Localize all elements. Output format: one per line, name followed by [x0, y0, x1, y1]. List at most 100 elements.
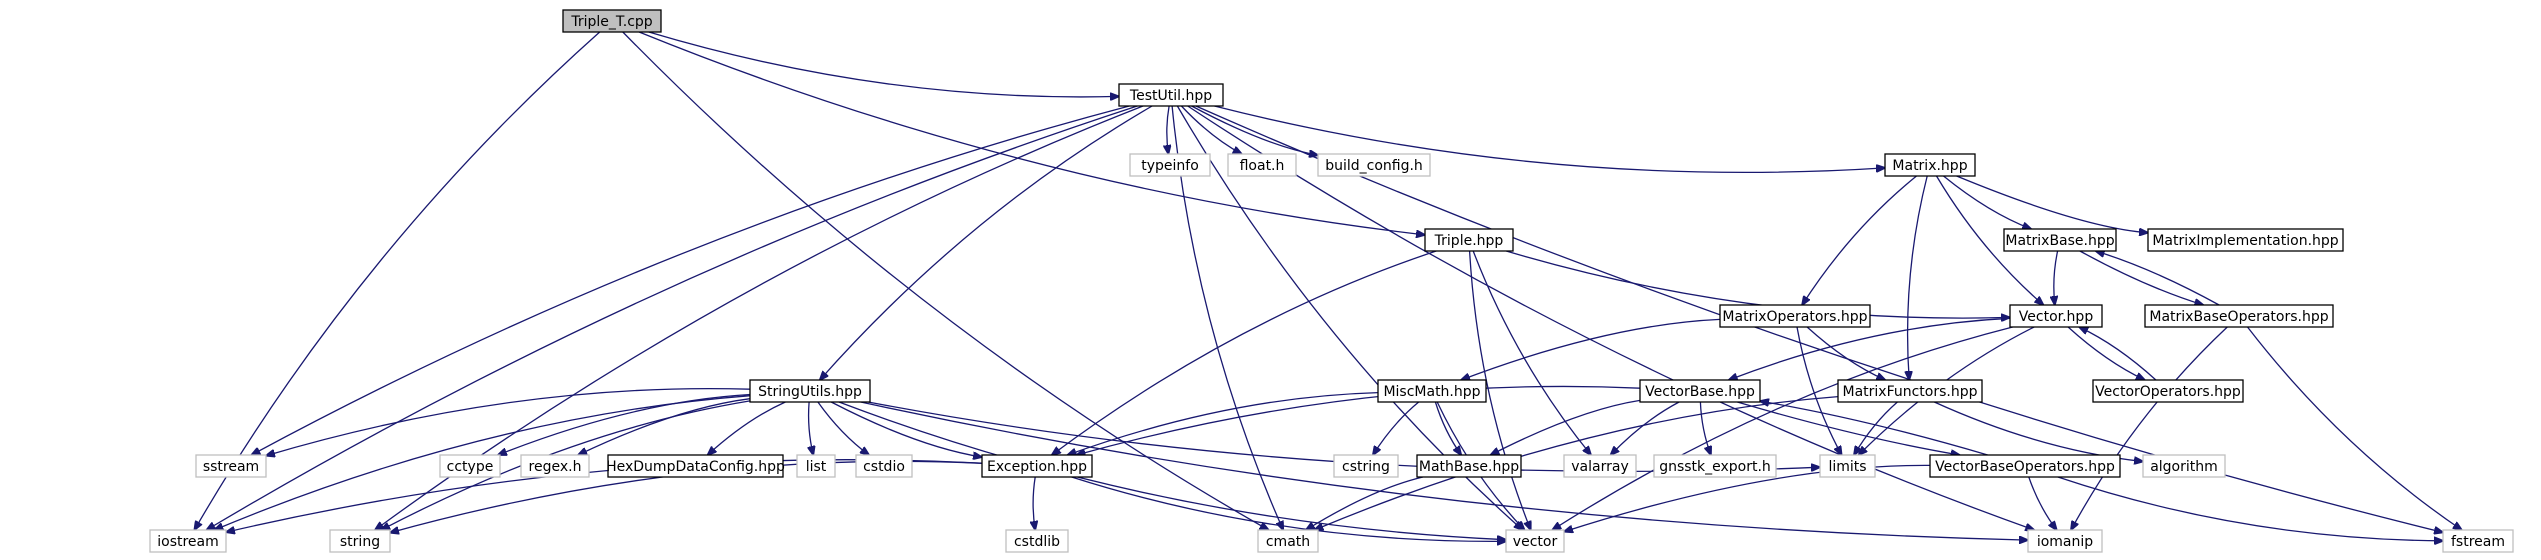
node-vectorbaseoperators-hpp[interactable]: VectorBaseOperators.hpp	[1929, 454, 2121, 478]
node-label: build_config.h	[1325, 158, 1423, 174]
node-box	[2092, 379, 2244, 403]
edge-triple_hpp-to-vector	[1468, 250, 1531, 530]
node-box	[149, 529, 227, 553]
node-label: valarray	[1571, 459, 1628, 475]
edge-stringutils_hpp-to-regex_h	[578, 398, 751, 455]
node-algorithm: algorithm	[2142, 454, 2226, 478]
edge-testutil_hpp-to-build_config_h	[1191, 105, 1318, 155]
node-triple-hpp[interactable]: Triple.hpp	[1424, 228, 1514, 252]
node-vector: vector	[1505, 529, 1565, 553]
edge-matrix_hpp-to-matrixoperators_hpp	[1802, 175, 1917, 305]
node-box	[1118, 83, 1224, 107]
edge-exception_hpp-to-cstdlib	[1033, 476, 1035, 530]
edge-testutil_hpp-to-fstream	[1195, 105, 2443, 532]
node-matrixfunctors-hpp[interactable]: MatrixFunctors.hpp	[1837, 379, 1983, 403]
node-label: MatrixBase.hpp	[2005, 233, 2114, 249]
node-box	[1416, 454, 1522, 478]
node-iostream: iostream	[149, 529, 227, 553]
node-label: Triple_T.cpp	[570, 14, 652, 30]
edge-testutil_hpp-to-iostream	[207, 105, 1138, 530]
node-mathbase-hpp[interactable]: MathBase.hpp	[1416, 454, 1522, 478]
node-exception-hpp[interactable]: Exception.hpp	[981, 454, 1093, 478]
node-vectorbase-hpp[interactable]: VectorBase.hpp	[1639, 379, 1761, 403]
node-matrixoperators-hpp[interactable]: MatrixOperators.hpp	[1719, 304, 1871, 328]
node-box	[1227, 153, 1297, 177]
node-list: list	[796, 454, 836, 478]
node-vectoroperators-hpp[interactable]: VectorOperators.hpp	[2092, 379, 2244, 403]
node-label: cstring	[1342, 459, 1390, 475]
edge-stringutils_hpp-to-iostream	[214, 395, 751, 530]
node-label: limits	[1828, 459, 1866, 475]
node-label: StringUtils.hpp	[758, 384, 862, 400]
node-box	[1257, 529, 1319, 553]
node-matrixbase-hpp[interactable]: MatrixBase.hpp	[2003, 228, 2117, 252]
node-build-config-h: build_config.h	[1317, 153, 1431, 177]
node-label: MatrixBaseOperators.hpp	[2149, 309, 2328, 325]
edge-vectorbaseoperators_hpp-to-vectorbase_hpp	[1760, 401, 1988, 456]
node-label: MatrixFunctors.hpp	[1842, 384, 1977, 400]
edge-triple_t_cpp-to-iostream	[194, 31, 601, 530]
edge-stringutils_hpp-to-iomanip	[860, 401, 2028, 540]
node-cstdio: cstdio	[855, 454, 913, 478]
node-iomanip: iomanip	[2027, 529, 2103, 553]
node-typeinfo: typeinfo	[1129, 153, 1211, 177]
node-testutil-hpp[interactable]: TestUtil.hpp	[1118, 83, 1224, 107]
node-label: regex.h	[529, 459, 582, 475]
node-box	[1884, 153, 1976, 177]
edge-matrix_hpp-to-matriximplementation_hpp	[1956, 175, 2148, 233]
node-box	[1005, 529, 1069, 553]
edge-miscmath_hpp-to-mathbase_hpp	[1434, 401, 1461, 455]
node-box	[2003, 228, 2117, 252]
node-box	[329, 529, 391, 553]
edge-vector_hpp-to-vectorbase_hpp	[1729, 317, 2011, 380]
edge-stringutils_hpp-to-hexdumpdataconfig_hpp	[708, 401, 786, 455]
edge-matrix_hpp-to-matrixfunctors_hpp	[1908, 175, 1928, 380]
node-label: MiscMath.hpp	[1383, 384, 1480, 400]
node-label: iomanip	[2037, 534, 2093, 550]
node-box	[796, 454, 836, 478]
node-box	[2144, 304, 2334, 328]
edge-stringutils_hpp-to-exception_hpp	[830, 401, 982, 457]
node-hexdumpdataconfig-hpp[interactable]: HexDumpDataConfig.hpp	[606, 454, 785, 478]
node-label: TestUtil.hpp	[1129, 88, 1212, 104]
edge-matrix_hpp-to-matrixbase_hpp	[1943, 175, 2032, 229]
node-label: typeinfo	[1141, 158, 1199, 174]
node-matriximplementation-hpp[interactable]: MatrixImplementation.hpp	[2147, 228, 2344, 252]
edge-matrixbaseoperators_hpp-to-iomanip	[2071, 326, 2228, 530]
node-cmath: cmath	[1257, 529, 1319, 553]
edge-testutil_hpp-to-matrix_hpp	[1214, 105, 1885, 174]
node-gnsstk-export-h: gnsstk_export.h	[1653, 454, 1777, 478]
node-label: vector	[1513, 534, 1558, 550]
edge-vectorbase_hpp-to-valarray	[1611, 401, 1680, 455]
node-matrix-hpp[interactable]: Matrix.hpp	[1884, 153, 1976, 177]
node-box	[855, 454, 913, 478]
node-limits: limits	[1819, 454, 1876, 478]
edge-stringutils_hpp-to-cstdio	[817, 401, 869, 455]
node-triple-t-cpp[interactable]: Triple_T.cpp	[562, 9, 662, 33]
edge-mathbase_hpp-to-cmath	[1306, 476, 1424, 530]
edge-vectoroperators_hpp-to-vector_hpp	[2079, 327, 2157, 381]
node-miscmath-hpp[interactable]: MiscMath.hpp	[1377, 379, 1487, 403]
node-box	[1333, 454, 1399, 478]
edge-matrixfunctors_hpp-to-limits	[1854, 401, 1898, 455]
node-box	[195, 454, 267, 478]
edge-matrixbaseoperators_hpp-to-matrixbase_hpp	[2096, 251, 2220, 306]
edge-matrixoperators_hpp-to-matrixfunctors_hpp	[1806, 326, 1885, 380]
edge-matrixbaseoperators_hpp-to-fstream	[2246, 326, 2462, 530]
node-vector-hpp[interactable]: Vector.hpp	[2009, 304, 2103, 328]
node-box	[1424, 228, 1514, 252]
edge-vectorbase_hpp-to-exception_hpp	[1077, 385, 1641, 455]
node-matrixbaseoperators-hpp[interactable]: MatrixBaseOperators.hpp	[2144, 304, 2334, 328]
node-regex-h: regex.h	[520, 454, 590, 478]
node-stringutils-hpp[interactable]: StringUtils.hpp	[749, 379, 871, 403]
node-label: fstream	[2451, 534, 2505, 550]
edge-stringutils_hpp-to-string	[381, 400, 751, 530]
node-label: algorithm	[2150, 459, 2218, 475]
node-cstdlib: cstdlib	[1005, 529, 1069, 553]
edge-testutil_hpp-to-vector	[1176, 105, 1522, 530]
edge-vectorbaseoperators_hpp-to-iomanip	[2028, 476, 2057, 530]
node-fstream: fstream	[2442, 529, 2514, 553]
node-sstream: sstream	[195, 454, 267, 478]
edge-testutil_hpp-to-float_h	[1180, 105, 1241, 154]
